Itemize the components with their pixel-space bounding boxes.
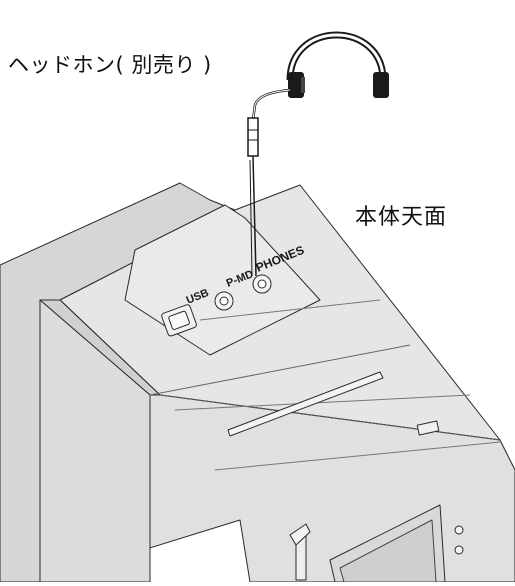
indicator-lamp [416, 420, 440, 436]
top-surface-label: 本体天面 [355, 205, 448, 230]
headphone-cable [251, 88, 291, 121]
headphones-label: ヘッドホン( 別売り ) [8, 53, 212, 77]
left-earcup [288, 72, 304, 98]
headphone-plug [247, 117, 259, 157]
disc-slot [227, 371, 384, 437]
front-button-2 [454, 545, 464, 555]
plug-guide-line [252, 155, 257, 277]
front-button-1 [454, 525, 464, 535]
usb-port [161, 304, 197, 337]
headband [286, 31, 387, 81]
right-earcup [373, 72, 389, 98]
headphones [247, 31, 389, 277]
device-body [0, 182, 515, 583]
